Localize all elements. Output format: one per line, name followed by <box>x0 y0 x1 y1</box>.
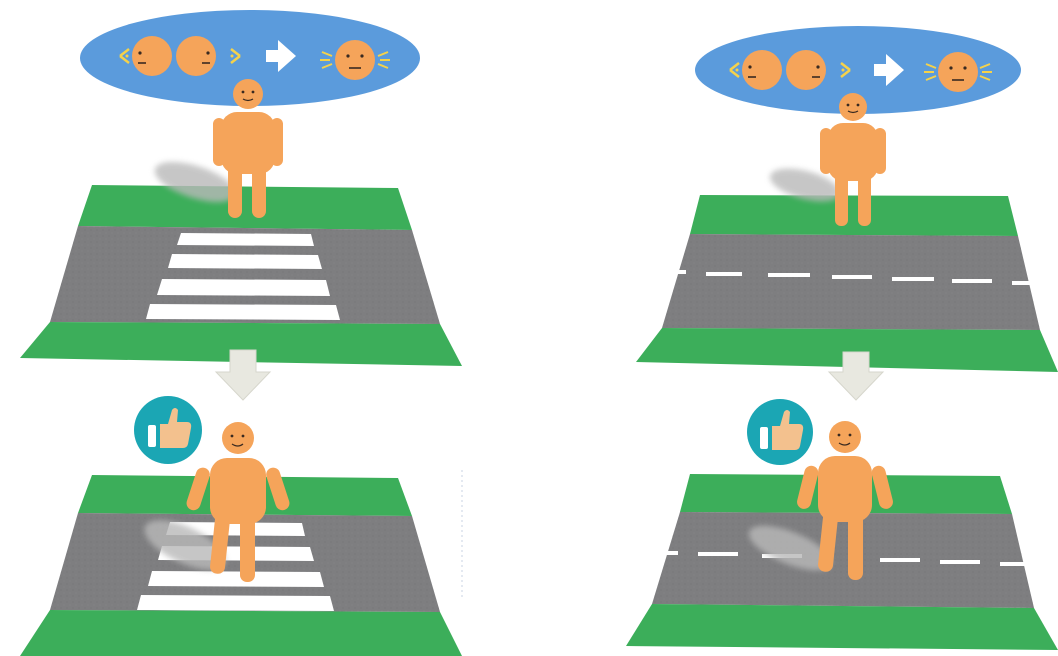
panel-crosswalk <box>20 10 462 656</box>
thumbs-up-badge-right <box>747 399 813 465</box>
thumbs-up-badge-left <box>134 396 202 464</box>
panel-no-crosswalk <box>626 26 1058 650</box>
